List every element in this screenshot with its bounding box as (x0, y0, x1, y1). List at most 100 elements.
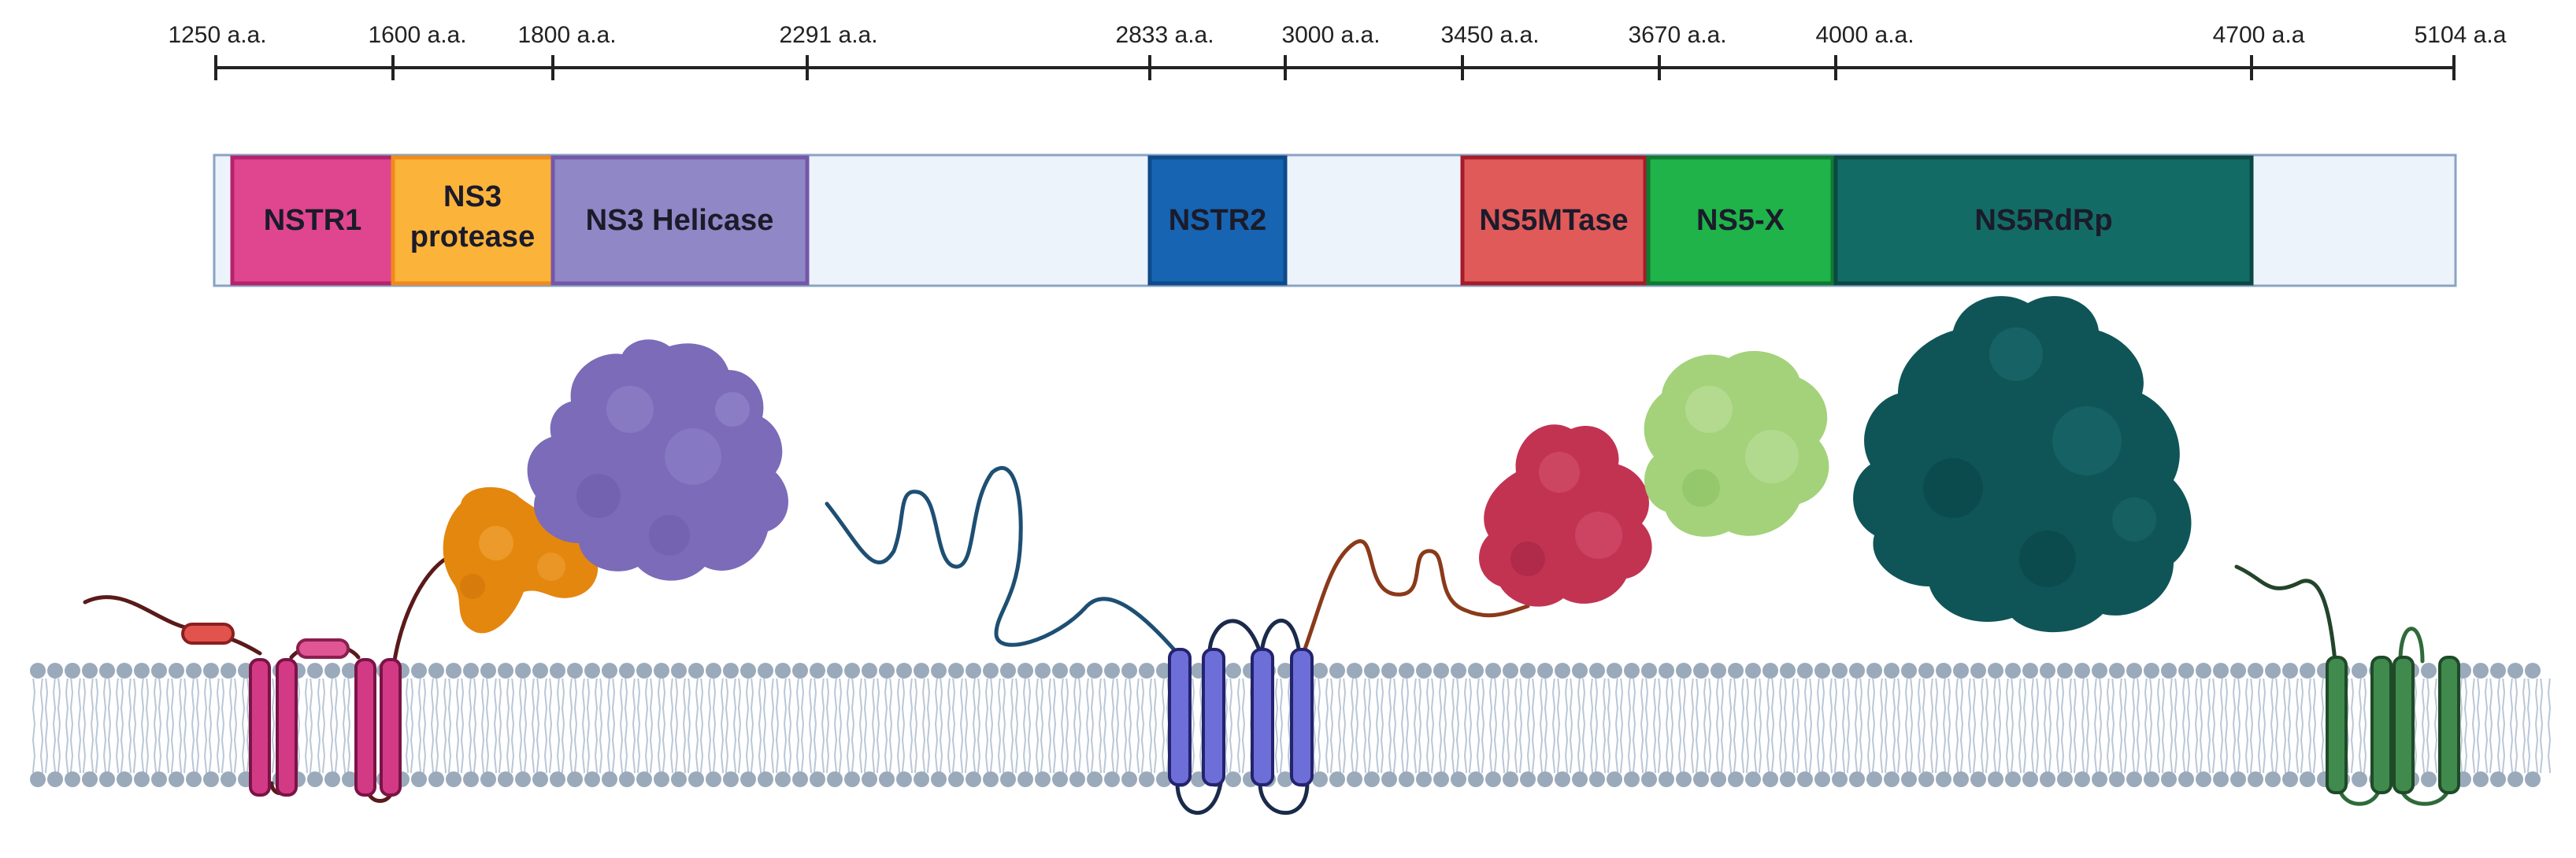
ns5-rdrp-blob (1853, 296, 2192, 633)
domain-box (391, 155, 555, 286)
lipid-head (1988, 771, 2003, 787)
lipid-head (1641, 771, 1657, 787)
nstr1-amphipathic-helix (181, 623, 235, 645)
lipid-head (1918, 771, 1934, 787)
lipid-head (1451, 771, 1466, 787)
domain-label: NS5-X (1696, 204, 1785, 237)
lipid-head (47, 663, 63, 679)
lipid-head (740, 771, 756, 787)
domain-label-line2: protease (410, 220, 535, 253)
lipid-head (1728, 771, 1744, 787)
scale-tick-label: 2833 a.a. (1115, 22, 1214, 48)
lipid-head (1000, 771, 1016, 787)
domain-ns5-x: NS5-X (1646, 155, 1835, 286)
lipid-head (2525, 663, 2541, 679)
scale-tick-label: 2291 a.a. (779, 22, 877, 48)
lipid-head (428, 771, 444, 787)
lipid-head (1139, 771, 1155, 787)
lipid-head (1572, 771, 1588, 787)
lipid-head (1520, 663, 1536, 679)
scale-tick-label: 4700 a.a (2213, 22, 2305, 48)
lipid-head (463, 663, 479, 679)
lipid-head (2109, 663, 2125, 679)
texture (1989, 327, 2043, 381)
lipid-head (1364, 663, 1380, 679)
lipid-head (1607, 771, 1622, 787)
lipid-head (134, 771, 150, 787)
nterm-linker (83, 595, 262, 656)
lipid-head (619, 771, 635, 787)
nstr2-tm-helix (1290, 648, 1314, 786)
texture (1510, 542, 1545, 576)
lipid-head (671, 663, 687, 679)
lipid-head (1659, 663, 1674, 679)
lipid-head (2230, 771, 2246, 787)
lipid-head (1693, 663, 1709, 679)
lipid-head (2109, 771, 2125, 787)
lipid-head (862, 771, 877, 787)
lipid-head (1589, 771, 1605, 787)
lipid-head (2126, 663, 2142, 679)
lipid-head (844, 771, 860, 787)
lipid-head (758, 663, 773, 679)
lipid-head (428, 663, 444, 679)
lipid-head (47, 771, 63, 787)
domain-label: NSTR1 (264, 204, 362, 237)
lipid-head (1537, 663, 1553, 679)
lipid-head (966, 663, 981, 679)
lipid-head (515, 663, 531, 679)
lipid-head (1347, 771, 1362, 787)
domain-ns5-mtase: NS5MTase (1460, 155, 1648, 286)
lipid-head (1069, 771, 1085, 787)
nstr1-structure (181, 623, 402, 797)
lipid-head (99, 771, 115, 787)
lipid-head (1814, 771, 1830, 787)
lipid-head (2507, 663, 2523, 679)
lipid-head (1884, 663, 1900, 679)
lipid-head (221, 663, 236, 679)
lipid-head (411, 771, 427, 787)
scale-ruler: 1250 a.a. 1600 a.a. 1800 a.a. 2291 a.a. … (168, 22, 2507, 80)
lipid-head (2161, 663, 2177, 679)
cterm-tm-helix (2326, 656, 2348, 794)
lipid-head (1728, 663, 1744, 679)
lipid-head (862, 663, 877, 679)
lipid-head (1641, 663, 1657, 679)
lipid-head (948, 771, 964, 787)
texture (479, 526, 513, 560)
lipid-head (792, 663, 808, 679)
lipid-head (169, 771, 184, 787)
lipid-head (1797, 663, 1813, 679)
lipid-head (1711, 771, 1726, 787)
lipid-head (498, 663, 513, 679)
ns5-x-blob (1644, 350, 1829, 537)
lipid-head (1329, 771, 1345, 787)
lipid-head (1399, 771, 1414, 787)
lipid-head (1312, 663, 1328, 679)
lipid-head (411, 663, 427, 679)
nstr1-tm-helix (380, 658, 402, 797)
lipid-head (1589, 663, 1605, 679)
lipid-head (2490, 771, 2506, 787)
lipid-head (1329, 663, 1345, 679)
lipid-head (914, 771, 929, 787)
lipid-head (1762, 771, 1778, 787)
lipid-head (1884, 771, 1900, 787)
ns5-x-structure (1644, 350, 1829, 537)
scale-tick-label: 3450 a.a. (1440, 22, 1539, 48)
lipid-head (1433, 663, 1449, 679)
lipid-head (740, 663, 756, 679)
lipid-head (775, 771, 791, 787)
texture (576, 474, 621, 518)
lipid-head (2161, 771, 2177, 787)
texture (1575, 512, 1622, 559)
domain-label: NS3 Helicase (586, 204, 774, 237)
lipid-head (532, 771, 548, 787)
lipid-head (1312, 771, 1328, 787)
lipid-head (1468, 771, 1484, 787)
domain-box (550, 155, 810, 286)
lipid-head (1572, 663, 1588, 679)
lipid-head (2005, 771, 2021, 787)
lipid-head (2196, 771, 2211, 787)
lipid-head (2196, 663, 2211, 679)
